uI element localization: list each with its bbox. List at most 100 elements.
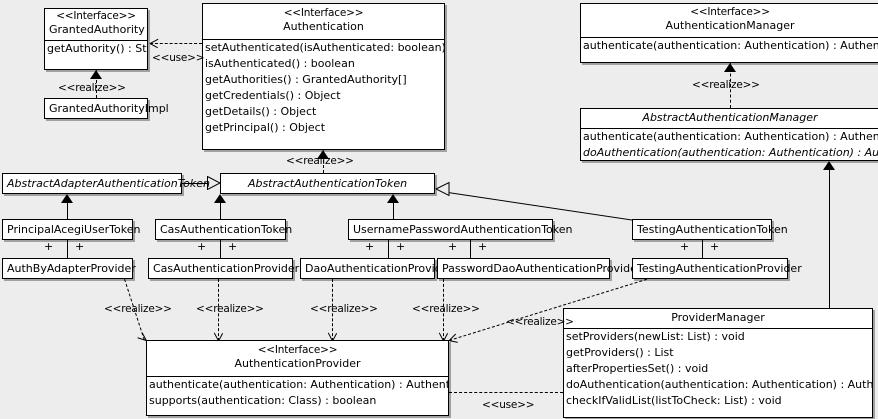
relationship-label-realize-abstract-authentication-token: <<realize>> [286, 155, 354, 167]
class-abstract-authentication-manager[interactable]: AbstractAuthenticationManager authentica… [580, 108, 878, 161]
class-header: CasAuthenticationProvider [149, 259, 299, 278]
member-row: setProviders(newList: List) : void [566, 330, 745, 344]
class-name: TestingAuthenticationToken [637, 223, 788, 236]
generalization-triangle [724, 63, 736, 72]
divider [581, 36, 878, 38]
class-header: <<Interface>> AuthenticationProvider [147, 341, 448, 376]
association-multiplicity: + [197, 240, 207, 253]
class-authentication-provider[interactable]: <<Interface>> AuthenticationProvider aut… [146, 340, 449, 416]
relationship-label-realize-auth-by-adapter-provider: <<realize>> [104, 303, 172, 315]
class-members: setProviders(newList: List) : void getPr… [564, 329, 872, 409]
relationship-label-realize-cas-authentication-provider: <<realize>> [196, 303, 264, 315]
class-abstract-authentication-token[interactable]: AbstractAuthenticationToken [220, 173, 435, 194]
class-name: AuthByAdapterProvider [7, 262, 136, 275]
generalization-line-provider-manager [829, 170, 830, 308]
divider [203, 38, 444, 40]
class-cas-authentication-provider[interactable]: CasAuthenticationProvider [148, 258, 299, 279]
divider [147, 375, 448, 377]
class-header: AbstractAuthenticationToken [221, 174, 434, 193]
class-name: AbstractAdapterAuthenticationToken [7, 177, 210, 190]
class-header: <<Interface>> GrantedAuthority [45, 9, 147, 40]
member-row: checkIfValidList(listToCheck: List) : vo… [566, 394, 782, 408]
class-username-password-authentication-token[interactable]: UsernamePasswordAuthenticationToken [348, 219, 573, 240]
member-row: getAuthorities() : GrantedAuthority[] [205, 72, 407, 86]
association-multiplicity: + [478, 240, 488, 253]
class-authentication[interactable]: <<Interface>> Authentication setAuthenti… [202, 3, 445, 150]
association-multiplicity: + [365, 240, 375, 253]
generalization-line-testing-token [447, 192, 640, 222]
class-authentication-manager[interactable]: <<Interface>> AuthenticationManager auth… [580, 3, 878, 63]
generalization-triangle [317, 150, 329, 159]
member-row: authenticate(authentication: Authenticat… [583, 130, 878, 144]
generalization-triangle [90, 70, 102, 79]
arrowhead [448, 340, 458, 343]
member-row: afterPropertiesSet() : void [566, 362, 709, 376]
class-header: TestingAuthenticationToken [633, 220, 788, 239]
relationship-label-realize-granted-authority-impl: <<realize>> [58, 82, 126, 94]
class-header: <<Interface>> AuthenticationManager [581, 4, 878, 37]
class-auth-by-adapter-provider[interactable]: AuthByAdapterProvider [2, 258, 136, 279]
realization-line-abstract-authentication-token [323, 150, 324, 173]
generalization-line-username-password-token [393, 203, 394, 219]
class-name: CasAuthenticationToken [160, 223, 293, 236]
class-abstract-adapter-authentication-token[interactable]: AbstractAdapterAuthenticationToken [2, 173, 210, 194]
class-name: AuthenticationProvider [234, 357, 361, 371]
class-header: ProviderManager [564, 309, 872, 328]
class-header: PrincipalAcegiUserToken [3, 220, 140, 239]
member-row: getAuthority() : String [47, 41, 147, 55]
association-multiplicity: + [228, 240, 238, 253]
class-stereotype: <<Interface>> [690, 6, 770, 18]
association-line-testing-token-testing-provider [702, 240, 703, 258]
realization-line-granted-authority-impl [96, 70, 97, 98]
member-row: doAuthentication(authentication: Authent… [583, 146, 878, 160]
class-header: TestingAuthenticationProvider [633, 259, 802, 278]
class-testing-authentication-token[interactable]: TestingAuthenticationToken [632, 219, 788, 240]
member-row: getPrincipal() : Object [205, 120, 326, 134]
class-name: UsernamePasswordAuthenticationToken [353, 223, 573, 236]
association-line-upat-dao-provider [388, 240, 389, 258]
class-granted-authority[interactable]: <<Interface>> GrantedAuthority getAuthor… [44, 8, 148, 70]
realization-line-abstract-authentication-manager [730, 63, 731, 108]
class-granted-authority-impl[interactable]: GrantedAuthorityImpl [44, 98, 169, 119]
association-multiplicity: + [448, 240, 458, 253]
generalization-line-cas-authentication-token [220, 203, 221, 219]
class-stereotype: <<Interface>> [283, 7, 364, 19]
class-header: DaoAuthenticationProvider [301, 259, 453, 278]
association-multiplicity: + [75, 240, 85, 253]
member-row: setAuthenticated(isAuthenticated: boolea… [205, 40, 444, 54]
class-header: AbstractAdapterAuthenticationToken [3, 174, 210, 193]
generalization-triangle [61, 194, 73, 203]
realization-line-cas-authentication-provider [218, 279, 219, 341]
class-dao-authentication-provider[interactable]: DaoAuthenticationProvider [300, 258, 453, 279]
association-line-upat-password-dao-provider [470, 240, 471, 258]
class-name: AbstractAuthenticationManager [642, 111, 818, 124]
member-row: getCredentials() : Object [205, 88, 341, 102]
association-line-principal-token-auth-by-adapter [67, 240, 68, 258]
generalization-triangle [214, 194, 226, 203]
relationship-label-realize-dao-authentication-provider: <<realize>> [310, 303, 378, 315]
class-name: AbstractAuthenticationToken [247, 177, 408, 190]
class-password-dao-authentication-provider[interactable]: PasswordDaoAuthenticationProvider [437, 258, 641, 279]
class-cas-authentication-token[interactable]: CasAuthenticationToken [155, 219, 293, 240]
class-name: Authentication [283, 20, 364, 34]
generalization-triangle [387, 194, 399, 203]
class-stereotype: <<Interface>> [56, 10, 136, 22]
member-row: getProviders() : List [566, 346, 674, 360]
generalization-triangle [823, 161, 835, 170]
association-multiplicity: + [44, 240, 54, 253]
class-stereotype: <<Interface>> [257, 344, 338, 356]
realization-line-dao-authentication-provider [332, 279, 333, 341]
association-multiplicity: + [680, 240, 690, 253]
member-row: authenticate(authentication: Authenticat… [149, 377, 448, 391]
class-provider-manager[interactable]: ProviderManager setProviders(newList: Li… [563, 308, 873, 418]
member-row: getDetails() : Object [205, 104, 317, 118]
divider [564, 328, 872, 330]
class-principal-acegi-user-token[interactable]: PrincipalAcegiUserToken [2, 219, 140, 240]
class-testing-authentication-provider[interactable]: TestingAuthenticationProvider [632, 258, 802, 279]
relationship-label-use-granted-authority: <<use>> [152, 52, 205, 64]
relationship-label-realize-password-dao-authentication-provider: <<realize>> [412, 303, 480, 315]
class-members: authenticate(authentication: Authenticat… [147, 377, 448, 409]
divider [45, 39, 147, 41]
class-header: <<Interface>> Authentication [203, 4, 444, 39]
